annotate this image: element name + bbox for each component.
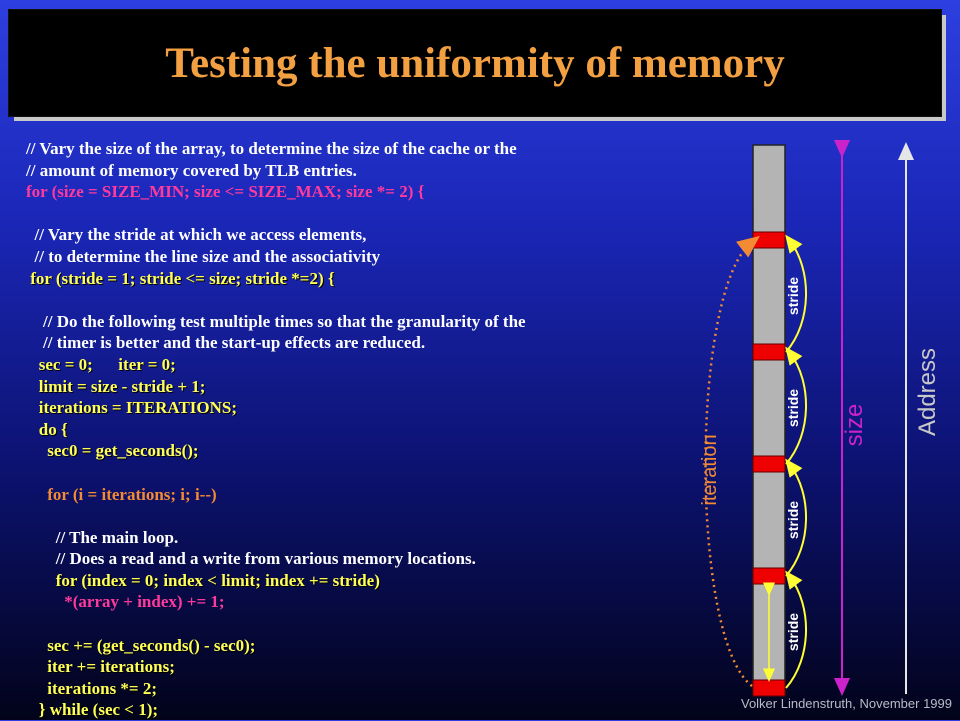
code-line: iterations = ITERATIONS; xyxy=(26,398,238,418)
code-line: for (stride = 1; stride <= size; stride … xyxy=(26,268,335,288)
iteration-arrow xyxy=(704,235,760,688)
code-line: // amount of memory covered by TLB entri… xyxy=(26,160,357,180)
code-line: // Does a read and a write from various … xyxy=(26,549,476,569)
code-line: for (i = iterations; i; i--) xyxy=(26,484,217,504)
stride-marker xyxy=(752,679,786,697)
iteration-label: iteration xyxy=(699,434,721,505)
code-line: iterations *= 2; xyxy=(26,678,158,698)
footer-credit: Volker Lindenstruth, November 1999 xyxy=(740,696,952,711)
code-listing: // Vary the size of the array, to determ… xyxy=(26,138,686,721)
code-line: // Vary the size of the array, to determ… xyxy=(26,139,517,158)
code-line: // The main loop. xyxy=(26,527,179,547)
code-line: } while (sec < 1); xyxy=(26,700,159,720)
stride-arrow xyxy=(785,570,807,689)
code-line: for (size = SIZE_MIN; size <= SIZE_MAX; … xyxy=(26,182,425,202)
code-line: for (index = 0; index < limit; index += … xyxy=(26,570,380,590)
stride-marker xyxy=(752,343,786,361)
stride-label: stride xyxy=(785,501,801,539)
stride-marker xyxy=(752,231,786,249)
code-line: // timer is better and the start-up effe… xyxy=(26,333,426,353)
code-line: *(array + index) += 1; xyxy=(26,592,225,612)
address-label: Address xyxy=(914,348,941,436)
stride-label: stride xyxy=(785,613,801,651)
code-line: // to determine the line size and the as… xyxy=(26,246,381,266)
slide-title: Testing the uniformity of memory xyxy=(165,39,785,87)
code-line: // Vary the stride at which we access el… xyxy=(26,225,367,245)
code-line: limit = size - stride + 1; xyxy=(26,376,206,396)
stride-marker xyxy=(752,455,786,473)
code-line: sec = 0; iter = 0; xyxy=(26,354,176,374)
code-line: // Do the following test multiple times … xyxy=(26,311,526,331)
stride-label: stride xyxy=(785,277,801,315)
code-line: sec0 = get_seconds(); xyxy=(26,441,199,461)
code-line: sec += (get_seconds() - sec0); xyxy=(26,635,256,655)
code-line: do { xyxy=(26,419,68,439)
stride-label: stride xyxy=(785,389,801,427)
code-line: iter += iterations; xyxy=(26,657,175,677)
title-box: Testing the uniformity of memory xyxy=(8,9,942,117)
stride-marker xyxy=(752,567,786,585)
stride-arrow xyxy=(785,458,807,577)
size-label: size xyxy=(841,404,868,447)
stride-arrow xyxy=(785,234,807,353)
stride-arrow xyxy=(785,346,807,465)
